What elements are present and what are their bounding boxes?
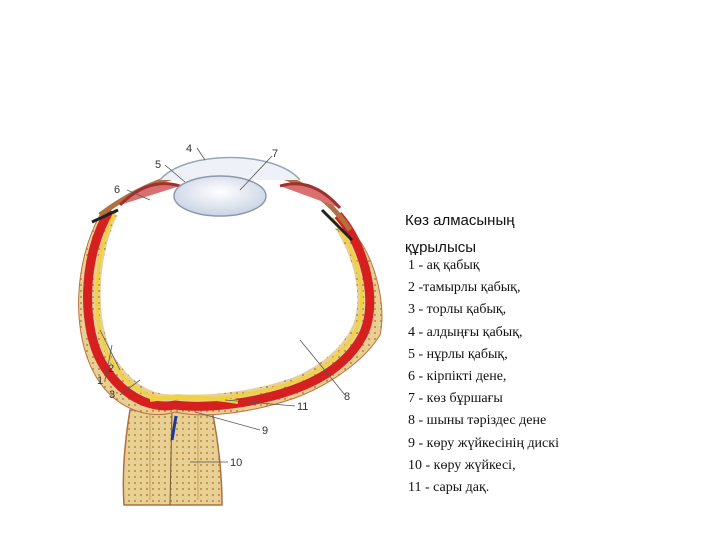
legend-item: 3 - торлы қабық, [408,302,507,318]
vitreous-body [100,214,358,395]
legend-title: Көз алмасының құрылысы [405,207,605,261]
legend-title-line1: Көз алмасының [405,212,515,229]
legend-item: 6 - кірпікті дене, [408,368,507,384]
optic-disc-vessel [170,415,178,441]
legend-item: 7 - көз бұршағы [408,391,503,407]
label-1: 1 [97,375,103,387]
label-8: 8 [344,391,350,403]
label-5: 5 [155,159,161,171]
lens [173,175,267,217]
label-7: 7 [272,148,278,160]
legend-item: 9 - көру жүйкесінің дискі [408,435,559,451]
legend-item: 11 - сары дақ. [408,479,490,495]
legend-list: 1 - ақ қабық 2 -тамырлы қабық, 3 - торлы… [408,255,559,499]
label-2: 2 [108,363,114,375]
legend-title-line2: құрылысы [405,239,477,256]
legend-item: 1 - ақ қабық [408,258,480,273]
label-11: 11 [297,401,308,413]
label-4: 4 [186,143,192,155]
retina-layer [95,211,363,401]
label-9: 9 [262,425,268,437]
label-3: 3 [109,389,115,401]
legend-item: 2 -тамырлы қабық, [408,280,521,296]
label-10: 10 [230,457,242,469]
legend-item: 10 - көру жүйкесі, [408,457,516,473]
legend-item: 8 - шыны тәріздес дене [408,413,547,429]
anterior-segment [98,156,353,232]
leader-lines [99,147,346,463]
legend-item: 5 - нұрлы қабық, [408,346,508,362]
legend-item: 4 - алдыңғы қабық, [408,324,523,340]
label-6: 6 [114,184,120,196]
choroid-layer [83,207,375,411]
optic-nerve [122,409,223,506]
